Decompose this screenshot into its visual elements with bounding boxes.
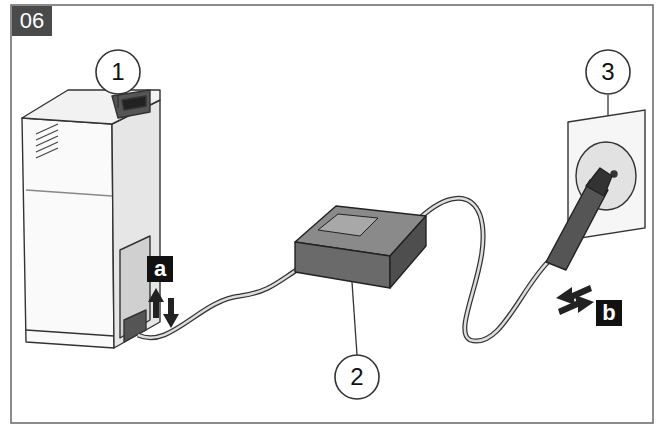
- step-letter: b: [596, 300, 622, 326]
- cables: [138, 198, 548, 341]
- plug: [546, 168, 612, 270]
- step-letter: a: [147, 256, 173, 282]
- figure-number: 06: [12, 6, 52, 36]
- leader-lines: [118, 95, 608, 355]
- motion-arrows-a: [148, 288, 179, 328]
- device: [22, 90, 160, 348]
- callout-number: 1: [100, 54, 136, 90]
- power-adapter: [295, 206, 426, 288]
- callout-number: 2: [339, 359, 375, 395]
- vent-lines: [36, 124, 58, 158]
- callout-number: 3: [590, 54, 626, 90]
- frame: [11, 5, 653, 423]
- callout-circles: [96, 50, 630, 399]
- motion-arrows-b: [556, 285, 594, 315]
